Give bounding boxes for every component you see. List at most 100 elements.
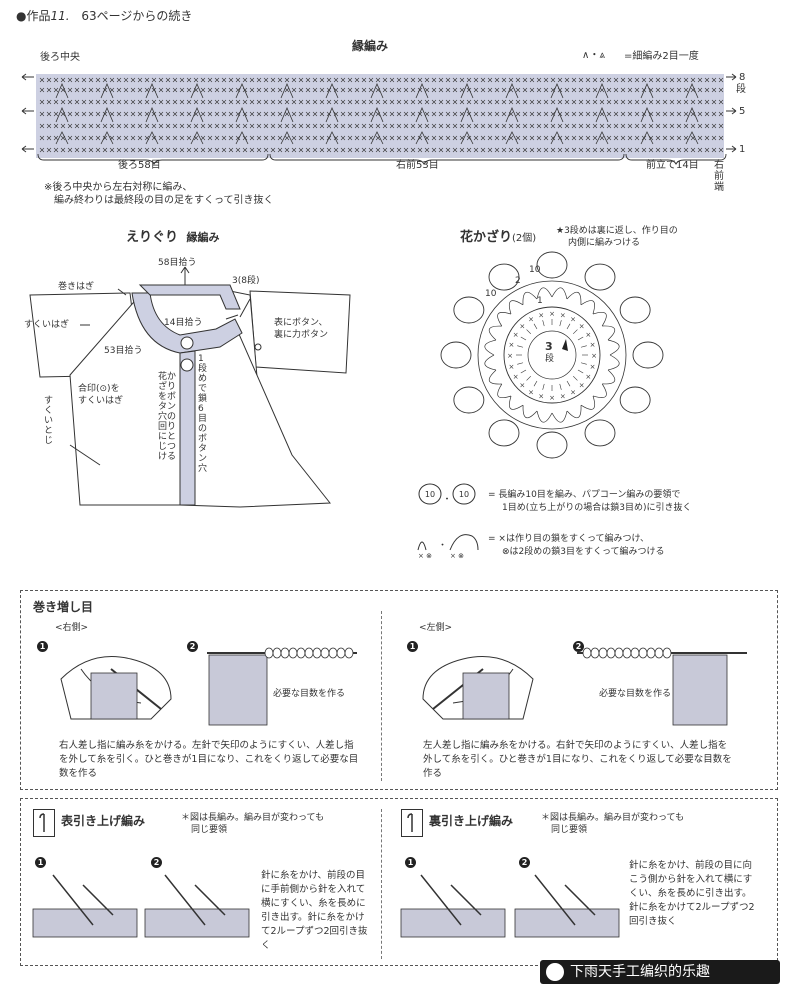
front-step-2: 2 bbox=[151, 857, 162, 868]
work-header: ●作品11. 63ページからの続き bbox=[16, 10, 192, 22]
flower-star-note-2: 内側に編みつける bbox=[568, 238, 641, 248]
match-mark-2: すくいはぎ bbox=[78, 396, 124, 406]
border-chart bbox=[36, 74, 724, 158]
row-5-label: 5 bbox=[739, 106, 746, 117]
svg-text:×: × bbox=[591, 352, 597, 360]
flower-center-unit: 段 bbox=[545, 354, 555, 364]
svg-text:×: × bbox=[590, 341, 596, 349]
border-note-1: ※後ろ中央から左右対称に編み、 bbox=[44, 182, 193, 193]
svg-text:×: × bbox=[508, 363, 514, 371]
post-stitch-divider bbox=[381, 809, 382, 959]
flower-label-2: 2 bbox=[515, 276, 521, 286]
post-stitch-panel: 表引き上げ編み ＊図は長編み。編み目が変わっても 同じ要領 1 2 針に糸をかけ… bbox=[20, 798, 778, 966]
svg-text:×: × bbox=[519, 382, 525, 390]
right-step-2: 2 bbox=[187, 641, 198, 652]
flower-legend-1a: = 長編み10目を編み、パプコーン編みの要領で bbox=[488, 490, 681, 500]
left-description: 左人差し指に編み糸をかける。右針で矢印のようにすくい、人差し指を外して糸を引く。… bbox=[423, 740, 732, 779]
svg-text:×: × bbox=[579, 382, 585, 390]
row-8-label: 8 bbox=[739, 72, 746, 83]
svg-text:×: × bbox=[538, 393, 544, 401]
border-chart-svg bbox=[36, 74, 724, 158]
work-number: 11. bbox=[50, 9, 70, 23]
right-knit-swatch bbox=[207, 647, 357, 726]
watermark: 下雨天手工编织的乐趣 bbox=[540, 960, 780, 984]
button-note-1: 表にボタン、 bbox=[274, 318, 328, 328]
front-post-title: 表引き上げ編み bbox=[61, 814, 146, 828]
svg-text:×: × bbox=[570, 388, 576, 396]
cardigan-diagram bbox=[29, 266, 351, 508]
work-label: ●作品 bbox=[16, 9, 51, 23]
back-post-description: 針に糸をかけ、前段の目に向こう側から針を入れて横にすくい、糸を長めに引き出す。針… bbox=[629, 860, 755, 927]
back-step-1: 1 bbox=[405, 857, 416, 868]
pick-14-label: 14目拾う bbox=[164, 318, 203, 328]
flower-legend-2b: ⊗は2段めの鎖3目をすくって編みつける bbox=[502, 547, 665, 557]
left-hand-illustration bbox=[422, 656, 534, 720]
left-side-label: <左側> bbox=[419, 623, 453, 633]
svg-text:× ⊗: × ⊗ bbox=[450, 552, 464, 560]
flower-label-10b: 10 bbox=[485, 289, 497, 299]
svg-text:×: × bbox=[508, 341, 514, 349]
front-band-count: 前立て14目 bbox=[646, 160, 699, 171]
left-needed-count: 必要な目数を作る bbox=[599, 689, 672, 699]
center-back-label: 後ろ中央 bbox=[40, 52, 80, 63]
right-description: 右人差し指に編み糸をかける。左針で矢印のようにすくい、人差し指を外して糸を引く。… bbox=[59, 740, 359, 779]
front-step-1: 1 bbox=[35, 857, 46, 868]
rows-3-label: 3(8段) bbox=[232, 276, 260, 286]
right-side-label: <右側> bbox=[55, 623, 89, 633]
svg-text:×: × bbox=[585, 373, 591, 381]
flower-legend-2a: = ×は作り目の鎖をすくって編みつけ、 bbox=[488, 534, 650, 544]
svg-text:×: × bbox=[560, 311, 566, 319]
back-post-illustration-2 bbox=[514, 874, 620, 938]
pick-53-label: 53目拾う bbox=[104, 346, 143, 356]
flower-attach-label: 花かざりをボタン穴の回りにとじつける bbox=[158, 372, 177, 462]
collar-title-main: えりぐり bbox=[126, 230, 179, 245]
right-front-count: 右前53目 bbox=[396, 160, 439, 171]
watermark-text: 下雨天手工编织的乐趣 bbox=[570, 964, 710, 980]
crochet-hook-icon-2 bbox=[401, 809, 423, 837]
svg-text:×: × bbox=[560, 393, 566, 401]
flower-label-10a: 10 bbox=[529, 265, 541, 275]
left-step-1: 1 bbox=[407, 641, 418, 652]
front-post-note-1: ＊図は長編み。編み目が変わっても bbox=[181, 813, 325, 823]
back-post-note-2: 同じ要領 bbox=[551, 825, 588, 835]
svg-text:10: 10 bbox=[459, 490, 469, 499]
flower-star-note-1: ★3段めは裏に返し、作り目の bbox=[556, 226, 678, 236]
flower-title-text: 花かざり bbox=[460, 230, 513, 245]
cast-on-panel: 巻き増し目 <右側> 1 2 必要な目数を作る 右人差し指に編み糸をかける。左針… bbox=[20, 590, 778, 790]
right-hand-illustration bbox=[60, 656, 172, 720]
flower-legend-1b: 1目め(立ち上がりの場合は鎖3目め)に引き抜く bbox=[502, 503, 692, 513]
collar-title-sub: 縁編み bbox=[186, 231, 220, 244]
cast-on-title: 巻き増し目 bbox=[33, 600, 94, 614]
back-count: 後ろ58目 bbox=[118, 160, 161, 171]
pick-58-label: 58目拾う bbox=[158, 258, 197, 268]
back-post-illustration-1 bbox=[400, 874, 506, 938]
flower-title: 花かざり(2個) bbox=[460, 230, 537, 245]
front-post-illustration-1 bbox=[32, 874, 138, 938]
svg-text:×: × bbox=[513, 373, 519, 381]
border-note-2: 編み終わりは最終段の目の足をすくって引き抜く bbox=[54, 195, 274, 206]
front-post-illustration-2 bbox=[144, 874, 250, 938]
right-needed-count: 必要な目数を作る bbox=[273, 689, 346, 699]
wechat-icon bbox=[546, 963, 564, 981]
match-mark-1: 合印(⊙)を bbox=[78, 384, 120, 394]
flower-center-num: 3 bbox=[545, 340, 553, 353]
crochet-hook-icon bbox=[33, 809, 55, 837]
flower-count: (2個) bbox=[512, 233, 537, 244]
back-post-note-1: ＊図は長編み。編み目が変わっても bbox=[541, 813, 685, 823]
svg-text:×: × bbox=[549, 310, 555, 318]
svg-text:×: × bbox=[585, 331, 591, 339]
row-1-label: 1 bbox=[739, 144, 746, 155]
svg-text:×: × bbox=[579, 322, 585, 330]
back-step-2: 2 bbox=[519, 857, 530, 868]
svg-text:×: × bbox=[570, 316, 576, 324]
decrease-legend-symbols: ∧・⩓ bbox=[582, 50, 605, 61]
collar-title: えりぐり 縁編み bbox=[126, 230, 220, 245]
side-seam-label: すくいとじ bbox=[44, 396, 54, 446]
svg-text:10: 10 bbox=[425, 490, 435, 499]
front-post-note-2: 同じ要領 bbox=[191, 825, 228, 835]
flower-label-1: 1 bbox=[537, 296, 543, 306]
flower-chart: ×××××××××××××××××××××××× bbox=[440, 251, 664, 459]
button-note-2: 裏に力ボタン bbox=[274, 330, 329, 340]
row-8-suffix: 段 bbox=[736, 84, 746, 95]
left-step-2: 2 bbox=[573, 641, 584, 652]
